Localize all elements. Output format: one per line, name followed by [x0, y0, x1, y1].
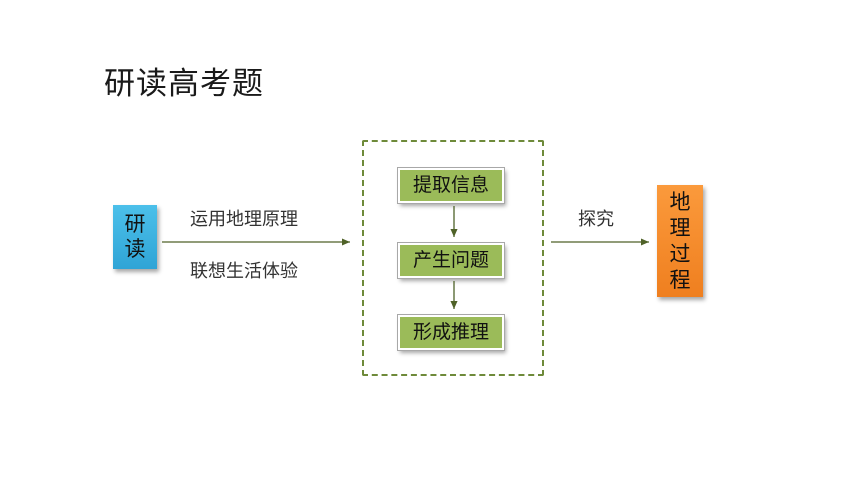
node-yandu: 研读 — [113, 205, 157, 269]
step-form-reasoning: 形成推理 — [397, 314, 505, 351]
step-raise-question: 产生问题 — [397, 242, 505, 279]
edge-label-experience: 联想生活体验 — [190, 261, 298, 282]
edge-label-principle: 运用地理原理 — [190, 209, 298, 230]
edge-label-explore: 探究 — [578, 209, 614, 230]
step-extract-info: 提取信息 — [397, 167, 505, 204]
node-dili-guocheng-label: 地理过程 — [669, 190, 691, 292]
node-yandu-label: 研读 — [124, 212, 146, 261]
page-title: 研读高考题 — [104, 66, 264, 102]
process-group-box — [362, 140, 544, 376]
node-dili-guocheng: 地理过程 — [657, 185, 703, 297]
